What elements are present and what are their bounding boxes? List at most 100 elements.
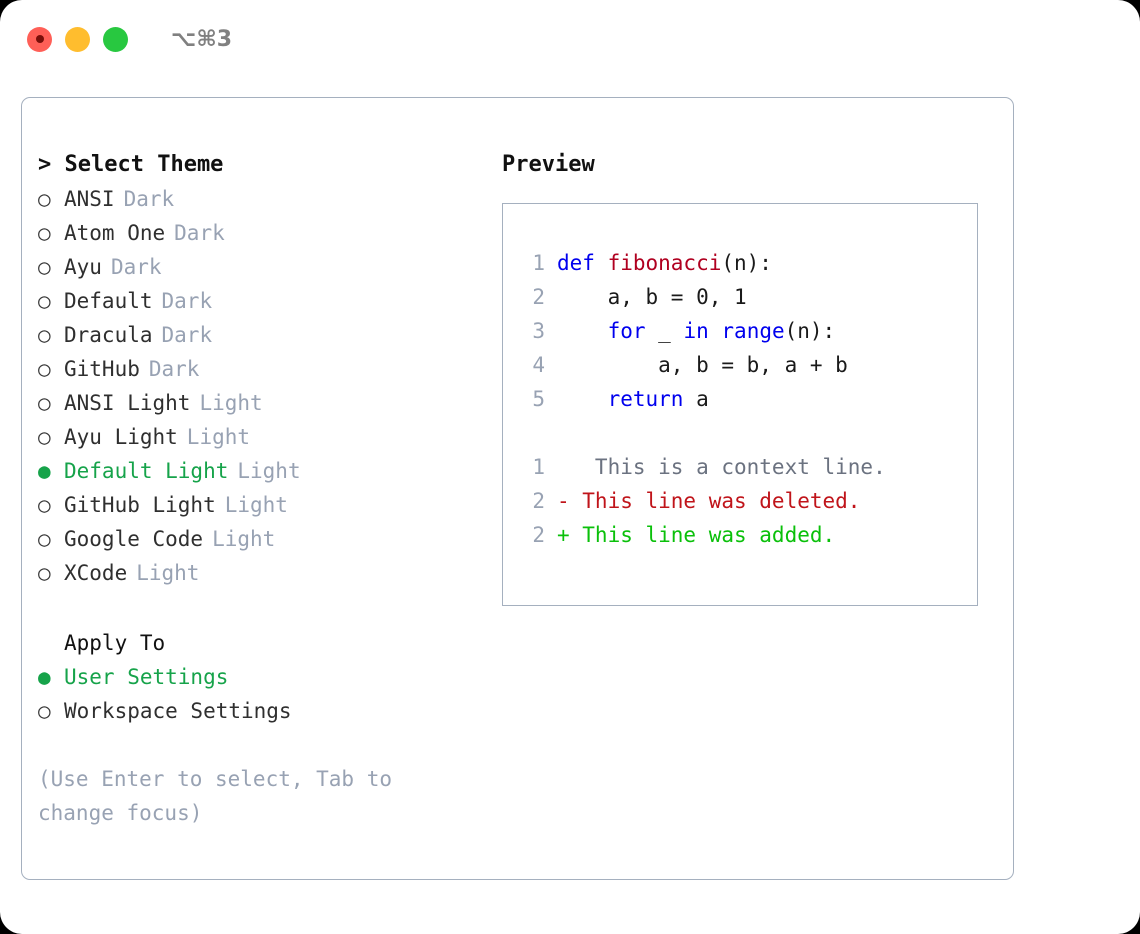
theme-option-category: Light [224, 493, 288, 517]
theme-option-default[interactable]: ○ Default Dark [38, 284, 488, 318]
theme-option-ansi-light[interactable]: ○ ANSI Light Light [38, 386, 488, 420]
theme-option-category: Dark [174, 221, 225, 245]
diff-text: This is a context line. [557, 455, 886, 479]
apply-to-section: Apply To ● User Settings ○ Workspace Settin… [38, 626, 488, 728]
radio-unselected-icon: ○ [38, 699, 51, 723]
diff-text: + This line was added. [557, 523, 836, 547]
radio-unselected-icon: ○ [38, 357, 51, 381]
theme-option-google-code[interactable]: ○ Google Code Light [38, 522, 488, 556]
apply-to-option-label: User Settings [64, 665, 229, 689]
theme-option-label: ANSI [64, 187, 115, 211]
code-token-kw: in [683, 319, 709, 343]
diff-line-del: 2 - This line was deleted. [515, 484, 971, 518]
code-line: 5 return a [515, 382, 971, 416]
radio-selected-icon: ● [38, 665, 51, 689]
theme-option-category: Dark [161, 289, 213, 313]
code-token-plain: (n): [721, 251, 772, 275]
line-number: 2 [532, 523, 545, 547]
radio-unselected-icon: ○ [38, 323, 51, 347]
line-number: 1 [532, 455, 545, 479]
code-token-plain: a, b = 0, 1 [557, 285, 747, 309]
diff-text: - This line was deleted. [557, 489, 861, 513]
theme-option-label: GitHub Light [64, 493, 216, 517]
traffic-light-group [27, 26, 128, 52]
radio-unselected-icon: ○ [38, 425, 51, 449]
minimize-button[interactable] [65, 26, 90, 52]
radio-unselected-icon: ○ [38, 289, 51, 313]
theme-option-label: Ayu Light [64, 425, 178, 449]
theme-option-category: Dark [110, 255, 162, 279]
radio-unselected-icon: ○ [38, 221, 51, 245]
apply-to-option-workspace-settings[interactable]: ○ Workspace Settings [38, 694, 488, 728]
theme-option-category: Light [212, 527, 276, 551]
theme-option-label: Google Code [64, 527, 204, 551]
radio-unselected-icon: ○ [38, 391, 51, 415]
radio-unselected-icon: ○ [38, 255, 51, 279]
theme-option-github-light[interactable]: ○ GitHub Light Light [38, 488, 488, 522]
code-line: 4 a, b = b, a + b [515, 348, 971, 382]
code-line: 1 def fibonacci(n): [515, 246, 971, 280]
apply-to-title: Apply To [64, 631, 166, 655]
theme-option-label: Default Light [64, 459, 229, 483]
apply-to-option-user-settings[interactable]: ● User Settings [38, 660, 488, 694]
code-token-plain: _ [645, 319, 684, 343]
select-theme-header: > Select Theme [38, 152, 224, 177]
theme-option-label: Atom One [64, 221, 166, 245]
theme-option-label: Default [64, 289, 153, 313]
line-number: 2 [532, 285, 545, 309]
radio-unselected-icon: ○ [38, 493, 51, 517]
theme-option-label: Ayu [64, 255, 102, 279]
diff-line-ctx: 1 This is a context line. [515, 450, 971, 484]
close-button[interactable] [27, 26, 52, 52]
radio-unselected-icon: ○ [38, 187, 51, 211]
code-text: for _ in range(n): [557, 314, 836, 348]
code-text: return a [557, 382, 709, 416]
theme-option-label: GitHub [64, 357, 140, 381]
theme-option-category: Dark [123, 187, 175, 211]
theme-option-label: Dracula [64, 323, 153, 347]
theme-option-label: XCode [64, 561, 128, 585]
radio-unselected-icon: ○ [38, 561, 51, 585]
apply-to-option-label: Workspace Settings [64, 699, 292, 723]
code-token-plain: a [683, 387, 709, 411]
radio-unselected-icon: ○ [38, 527, 51, 551]
theme-option-category: Light [186, 425, 251, 449]
theme-option-atom-one[interactable]: ○ Atom One Dark [38, 216, 488, 250]
code-text: def fibonacci(n): [557, 246, 772, 280]
theme-option-label: ANSI Light [64, 391, 191, 415]
preview-title: Preview [502, 152, 595, 177]
radio-selected-icon: ● [38, 459, 51, 483]
theme-option-xcode[interactable]: ○ XCode Light [38, 556, 488, 590]
diff-line-add: 2 + This line was added. [515, 518, 971, 552]
code-line: 2 a, b = 0, 1 [515, 280, 971, 314]
code-token-kw: return [607, 387, 684, 411]
maximize-button[interactable] [103, 26, 128, 52]
code-text: a, b = 0, 1 [557, 280, 747, 314]
apply-to-option-list: ● User Settings ○ Workspace Settings [38, 660, 488, 728]
title-bar: ⌥⌘3 [0, 0, 1140, 78]
theme-option-ayu-light[interactable]: ○ Ayu Light Light [38, 420, 488, 454]
keyboard-hint-text: (Use Enter to select, Tab to change focu… [38, 767, 405, 825]
line-number: 1 [532, 251, 545, 275]
line-number: 2 [532, 489, 545, 513]
theme-option-category: Light [136, 561, 200, 585]
code-line: 3 for _ in range(n): [515, 314, 971, 348]
code-token-plain: (n): [784, 319, 836, 343]
code-token-kw: range [721, 319, 785, 343]
theme-option-ayu[interactable]: ○ Ayu Dark [38, 250, 488, 284]
code-token-plain [557, 387, 608, 411]
theme-option-ansi[interactable]: ○ ANSI Dark [38, 182, 488, 216]
close-icon [35, 35, 44, 43]
code-token-fn: fibonacci [607, 251, 722, 275]
code-token-plain [709, 319, 722, 343]
theme-option-category: Light [199, 391, 263, 415]
code-token-plain: a, b = b, a + b [557, 353, 848, 377]
